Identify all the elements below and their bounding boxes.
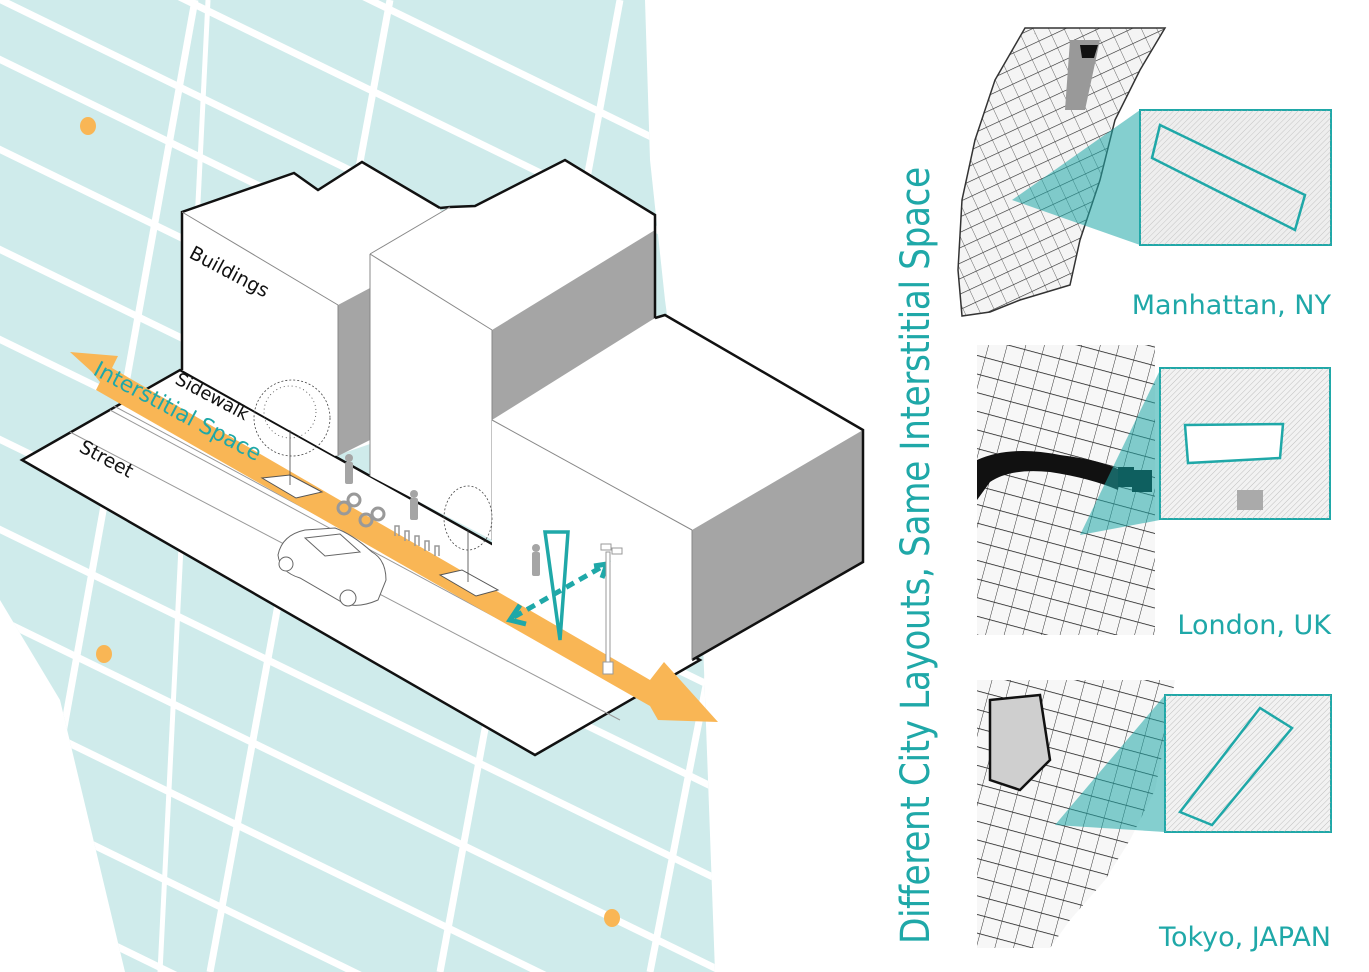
city-label-tokyo: Tokyo, JAPAN [1159,922,1331,953]
bike-rack [394,525,440,556]
map-tokyo [977,680,1332,948]
pedestrian [410,490,418,520]
marker-dot [604,909,620,927]
interstitial-space-arrow [70,352,718,722]
wayfinding-marker [542,530,570,641]
map-london [977,345,1331,635]
marker-dot [96,645,112,663]
tree [443,485,493,582]
map-manhattan [957,27,1332,317]
city-label-manhattan: Manhattan, NY [1131,290,1331,321]
pedestrian [345,454,353,484]
marker-dot [80,117,96,135]
tree [253,379,331,485]
car [277,527,387,607]
bicycles [336,492,386,528]
street-lamp [600,543,623,675]
arrow-head [505,603,527,627]
city-label-london: London, UK [1177,610,1331,641]
pedestrian [532,544,540,576]
